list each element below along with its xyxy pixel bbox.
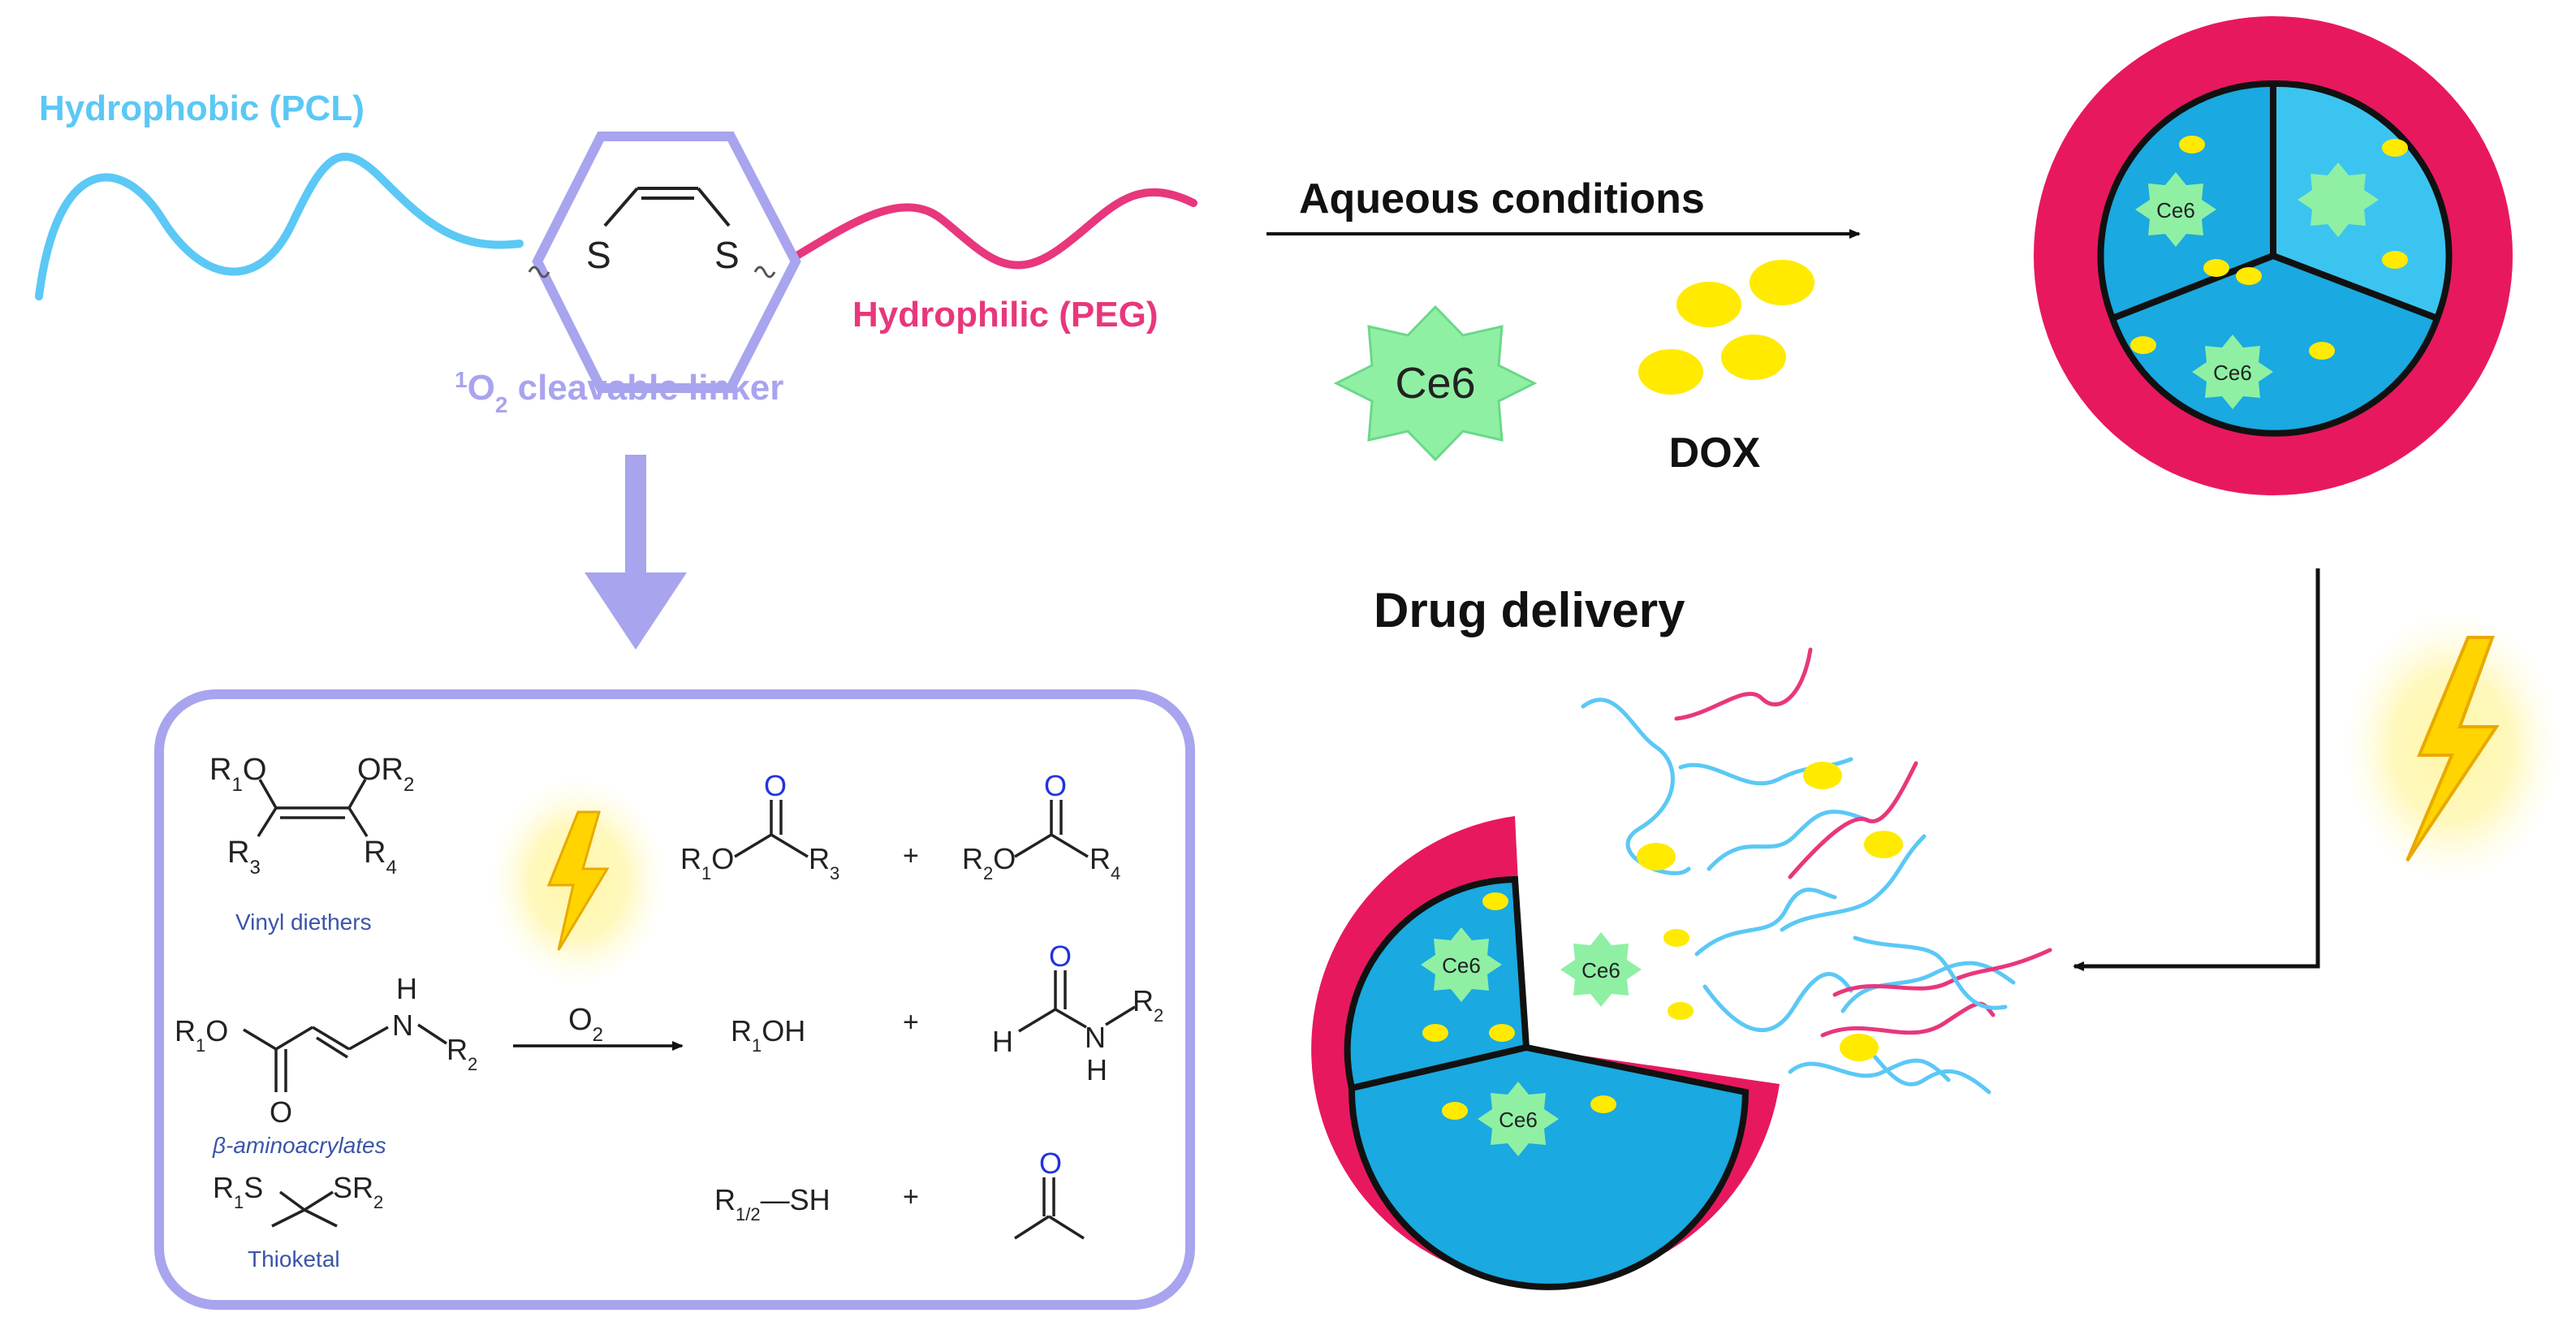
svg-text:R1O: R1O bbox=[209, 753, 266, 796]
svg-text:H: H bbox=[396, 972, 417, 1005]
micelle-dox bbox=[2130, 136, 2408, 360]
svg-text:R3: R3 bbox=[809, 842, 839, 883]
linker-sulfur-left: S bbox=[586, 234, 611, 276]
peg-chain bbox=[779, 188, 1197, 270]
svg-text:R2O: R2O bbox=[962, 842, 1016, 883]
svg-text:R1OH: R1OH bbox=[731, 1014, 805, 1056]
vinyl-diether-structure bbox=[257, 779, 369, 837]
thioketal-name: Thioketal bbox=[248, 1246, 340, 1272]
linker-hexagon bbox=[532, 132, 801, 393]
svg-text:O: O bbox=[1049, 939, 1072, 973]
hydrophobic-label: Hydrophobic (PCL) bbox=[39, 89, 365, 128]
svg-text:N: N bbox=[1085, 1021, 1106, 1054]
loaded-micelle: Ce6 Ce6 bbox=[2034, 16, 2513, 495]
svg-text:OR2: OR2 bbox=[357, 753, 414, 796]
light-bolt-icon bbox=[2342, 609, 2561, 885]
micelle-ce6-star: Ce6 bbox=[2135, 172, 2216, 247]
svg-text:Ce6: Ce6 bbox=[2156, 198, 2195, 222]
svg-text:R4: R4 bbox=[1090, 842, 1120, 883]
svg-text:O: O bbox=[1044, 769, 1067, 802]
light-trigger-arrow bbox=[2073, 568, 2320, 971]
released-ce6-star: Ce6 bbox=[1560, 932, 1642, 1007]
released-fragments bbox=[1581, 647, 2052, 1095]
svg-text:DOX: DOX bbox=[1669, 430, 1761, 477]
svg-text:+: + bbox=[903, 1007, 919, 1038]
aminoacrylates-name: β-aminoacrylates bbox=[212, 1133, 386, 1158]
svg-text:N: N bbox=[392, 1009, 413, 1042]
cleavage-arrow bbox=[585, 455, 687, 650]
broken-micelle-dox bbox=[1422, 892, 1616, 1120]
svg-text:Ce6: Ce6 bbox=[1395, 359, 1475, 408]
pcl-chain bbox=[35, 153, 524, 300]
oxidation-arrow: O2 bbox=[513, 1003, 684, 1051]
formamide-product bbox=[1018, 970, 1136, 1033]
svg-text:Ce6: Ce6 bbox=[1581, 958, 1620, 983]
svg-text:R1S: R1S bbox=[213, 1171, 263, 1212]
svg-text:SR2: SR2 bbox=[333, 1171, 383, 1212]
vinyl-diethers-name: Vinyl diethers bbox=[235, 909, 372, 935]
svg-text:Ce6: Ce6 bbox=[1499, 1108, 1538, 1132]
block-copolymer: S S Hydrophobic (PCL) Hydrophilic (PEG) … bbox=[35, 89, 1197, 417]
svg-text:H: H bbox=[992, 1025, 1013, 1058]
released-dox bbox=[1637, 762, 1903, 1061]
ester-product-1 bbox=[734, 800, 809, 858]
drug-delivery-title: Drug delivery bbox=[1374, 583, 1685, 637]
svg-text:Ce6: Ce6 bbox=[2213, 361, 2252, 385]
broken-micelle-ce6-star: Ce6 bbox=[1478, 1082, 1559, 1156]
svg-text:R2: R2 bbox=[447, 1033, 477, 1074]
linker-sulfur-right: S bbox=[714, 234, 740, 276]
svg-text:R1/2—SH: R1/2—SH bbox=[714, 1183, 831, 1224]
hydrophilic-label: Hydrophilic (PEG) bbox=[852, 295, 1158, 335]
aminoacrylate-structure bbox=[243, 1023, 447, 1092]
micelle-ce6-star: Ce6 bbox=[2192, 335, 2273, 409]
svg-text:O: O bbox=[764, 769, 787, 802]
svg-text:R1O: R1O bbox=[175, 1014, 228, 1056]
svg-text:R4: R4 bbox=[364, 836, 397, 879]
ester-product-2 bbox=[1014, 800, 1089, 858]
self-assembly-arrow: Aqueous conditions bbox=[1266, 175, 1861, 239]
svg-text:Aqueous conditions: Aqueous conditions bbox=[1299, 175, 1705, 222]
free-ce6-star: Ce6 bbox=[1333, 305, 1538, 462]
acetone-product bbox=[1014, 1177, 1085, 1240]
broken-micelle-ce6-star: Ce6 bbox=[1421, 927, 1502, 1002]
micelle-ce6-star bbox=[2298, 162, 2379, 237]
svg-text:R2: R2 bbox=[1133, 984, 1163, 1026]
svg-text:Ce6: Ce6 bbox=[1442, 953, 1481, 978]
svg-text:R3: R3 bbox=[227, 836, 261, 879]
svg-text:R1O: R1O bbox=[680, 842, 734, 883]
light-source-icon bbox=[489, 775, 667, 987]
free-dox-cluster: DOX bbox=[1638, 260, 1814, 477]
svg-text:+: + bbox=[903, 1181, 919, 1212]
svg-text:O: O bbox=[270, 1095, 292, 1129]
svg-text:O: O bbox=[1039, 1147, 1062, 1180]
broken-micelle: Ce6 Ce6 bbox=[1311, 816, 1780, 1290]
linker-label: 1O2 cleavable linker bbox=[455, 367, 783, 417]
svg-text:H: H bbox=[1086, 1053, 1107, 1086]
svg-text:O2: O2 bbox=[568, 1003, 603, 1046]
cleavage-reactions-box: R1O OR2 R3 R4 Vinyl diethers R1O R3 O + … bbox=[154, 689, 1195, 1310]
thioketal-structure bbox=[271, 1190, 338, 1228]
svg-text:+: + bbox=[903, 840, 919, 871]
